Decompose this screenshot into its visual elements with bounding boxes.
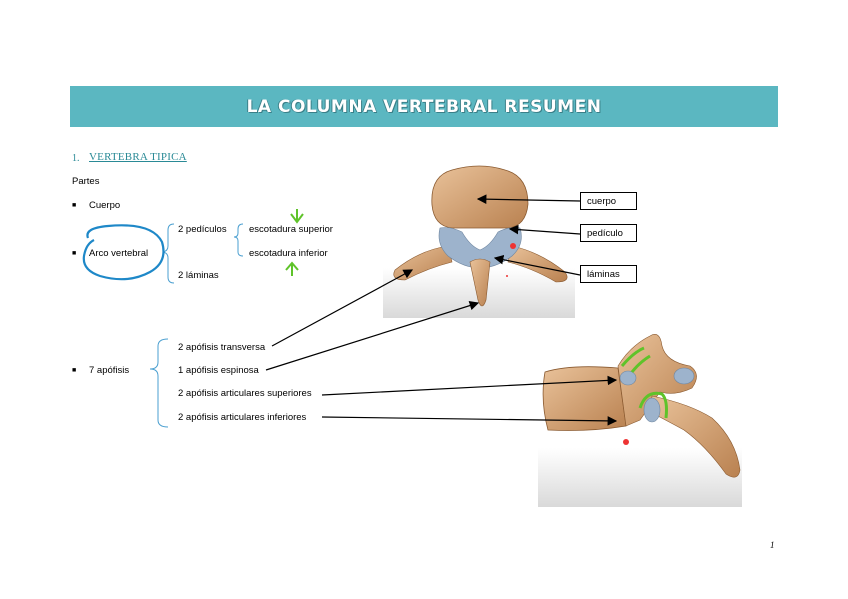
section-number: 1. (72, 153, 80, 164)
arrow-cuerpo (478, 199, 580, 201)
label-pediculo: pedículo (580, 224, 637, 242)
apofisis-item: 2 apófisis articulares inferiores (178, 412, 306, 423)
bullet-icon: ■ (72, 367, 76, 374)
vertebra-side-figure (538, 334, 742, 507)
title-bar: LA COLUMNA VERTEBRAL RESUMEN (70, 86, 778, 127)
item-apofisis: 7 apófisis (89, 365, 129, 376)
arrow-art-inferiores (322, 417, 616, 421)
green-arrow-down-icon (291, 209, 303, 222)
apofisis-item: 1 apófisis espinosa (178, 365, 259, 376)
arrow-art-superiores (322, 380, 616, 395)
page-title: LA COLUMNA VERTEBRAL RESUMEN (70, 86, 778, 127)
apofisis-item: 2 apófisis transversa (178, 342, 265, 353)
arrow-pediculo (510, 229, 580, 234)
item-arco-vertebral: Arco vertebral (89, 248, 148, 259)
label-laminas: láminas (580, 265, 637, 283)
green-arrow-up-icon (286, 263, 298, 276)
escotadura-inferior-text: escotadura inferior (249, 248, 328, 259)
pediculos-text: 2 pedículos (178, 224, 227, 235)
bracket-pediculos (234, 224, 243, 256)
partes-label: Partes (72, 176, 99, 187)
bracket-apofisis (150, 339, 168, 427)
page-number: 1 (770, 540, 775, 550)
bracket-arco (163, 224, 174, 283)
vertebra-top-figure (383, 166, 575, 318)
laminas-text: 2 láminas (178, 270, 219, 281)
arrow-transversa (272, 270, 412, 346)
label-cuerpo: cuerpo (580, 192, 637, 210)
bullet-icon: ■ (72, 250, 76, 257)
section-title: VERTEBRA TIPICA (89, 151, 187, 163)
arrow-espinosa (266, 303, 478, 370)
bullet-icon: ■ (72, 202, 76, 209)
arrow-laminas (495, 258, 580, 275)
escotadura-superior-text: escotadura superior (249, 224, 333, 235)
item-cuerpo: Cuerpo (89, 200, 120, 211)
apofisis-item: 2 apófisis articulares superiores (178, 388, 312, 399)
